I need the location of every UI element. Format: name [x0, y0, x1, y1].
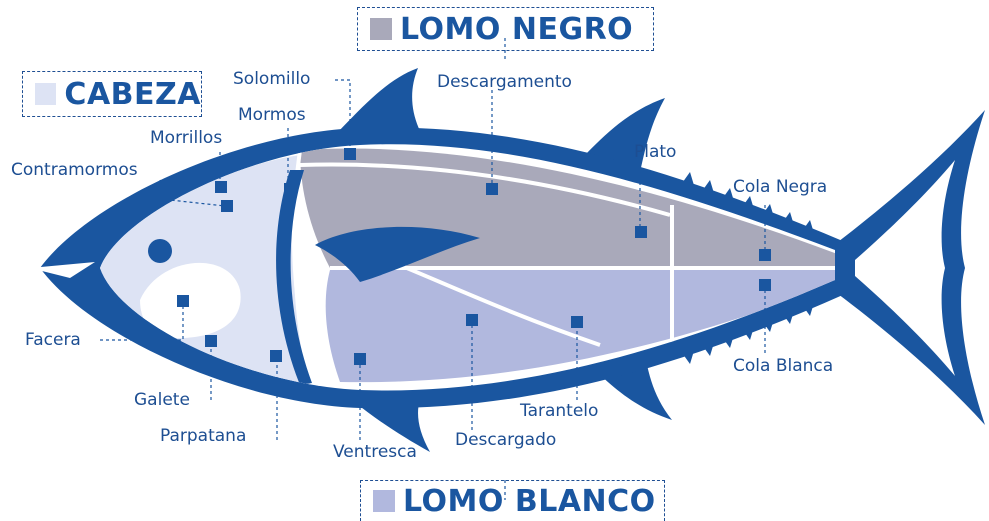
marker-solomillo [344, 148, 356, 160]
marker-morrillos [215, 181, 227, 193]
label-plato: Plato [634, 142, 676, 162]
label-ventresca: Ventresca [333, 442, 417, 462]
section-lomo-blanco: LOMO BLANCO [360, 480, 665, 521]
marker-plato [635, 226, 647, 238]
label-contramormos: Contramormos [11, 160, 138, 180]
marker-cola-negra [759, 249, 771, 261]
lomo-blanco-title: LOMO BLANCO [403, 484, 656, 519]
label-cola-blanca: Cola Blanca [733, 356, 833, 376]
lomo-negro-title: LOMO NEGRO [400, 12, 633, 47]
marker-contramormos [221, 200, 233, 212]
fish-eye-icon [148, 239, 172, 263]
cabeza-title: CABEZA [64, 77, 201, 112]
label-cola-negra: Cola Negra [733, 177, 827, 197]
label-parpatana: Parpatana [160, 426, 246, 446]
label-descargado: Descargado [455, 430, 556, 450]
marker-galete [205, 335, 217, 347]
label-solomillo: Solomillo [233, 69, 310, 89]
label-facera: Facera [25, 330, 81, 350]
marker-ventresca [354, 353, 366, 365]
lomo-blanco-swatch-icon [373, 490, 395, 512]
label-tarantelo: Tarantelo [520, 401, 598, 421]
marker-mormos [284, 183, 296, 195]
marker-tarantelo [571, 316, 583, 328]
marker-descargado [466, 314, 478, 326]
label-morrillos: Morrillos [150, 128, 222, 148]
label-mormos: Mormos [238, 105, 306, 125]
lomo-negro-swatch-icon [370, 18, 392, 40]
section-cabeza: CABEZA [22, 71, 202, 117]
marker-parpatana [270, 350, 282, 362]
label-descargamento: Descargamento [437, 72, 572, 92]
label-galete: Galete [134, 390, 190, 410]
section-lomo-negro: LOMO NEGRO [357, 7, 654, 51]
marker-descargamento [486, 183, 498, 195]
cabeza-swatch-icon [35, 83, 56, 105]
marker-facera [177, 295, 189, 307]
marker-cola-blanca [759, 279, 771, 291]
